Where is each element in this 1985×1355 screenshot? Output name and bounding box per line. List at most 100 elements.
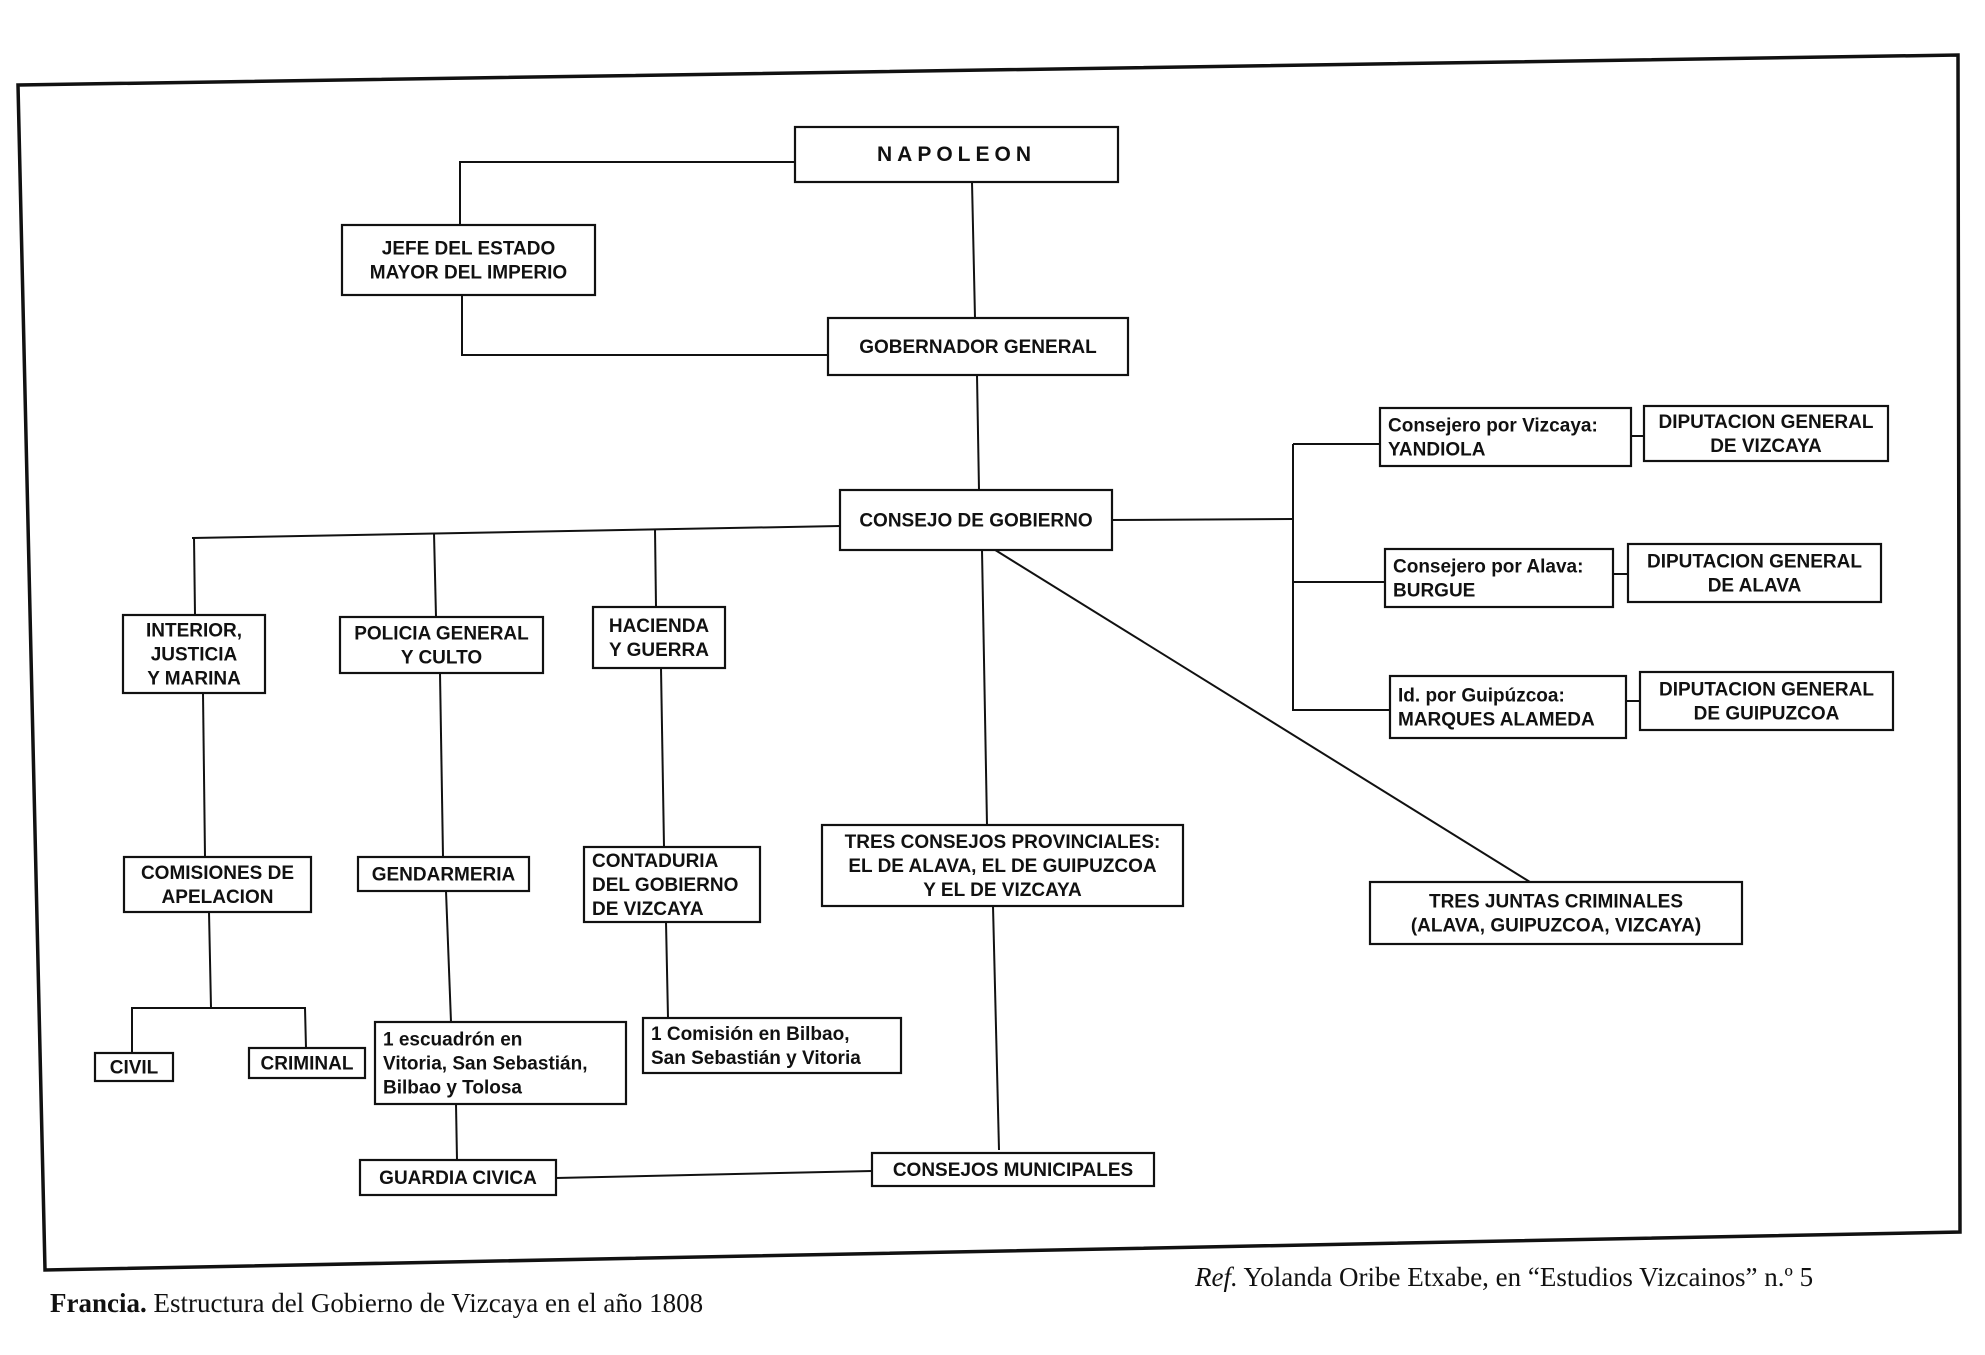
node-label: GOBERNADOR GENERAL	[859, 337, 1097, 358]
node-label: JEFE DEL ESTADO	[382, 239, 556, 260]
node-label: EL DE ALAVA, EL DE GUIPUZCOA	[848, 856, 1157, 877]
node-box	[1638, 670, 1895, 732]
node-label: (ALAVA, GUIPUZCOA, VIZCAYA)	[1411, 916, 1701, 937]
node-dip-guipuzcoa: DIPUTACION GENERAL DE GUIPUZCOA	[1638, 670, 1895, 732]
caption-ref-text: Yolanda Oribe Etxabe, en “Estudios Vizca…	[1243, 1262, 1814, 1292]
node-label: CONSEJO DE GOBIERNO	[859, 511, 1092, 532]
node-civil: CIVIL	[93, 1051, 175, 1083]
edge-guardia-municipales	[555, 1170, 873, 1179]
node-label: Y MARINA	[147, 669, 241, 690]
node-label: Y EL DE VIZCAYA	[923, 880, 1082, 901]
node-label: San Sebastián y Vitoria	[651, 1048, 861, 1069]
node-label: HACIENDA	[609, 616, 710, 637]
edge-consejo-left-bar	[191, 525, 841, 539]
node-label: Consejero por Vizcaya:	[1388, 416, 1598, 437]
node-comision-bilbao: 1 Comisión en Bilbao, San Sebastián y Vit…	[641, 1016, 903, 1075]
edge-escuadron-guardia	[455, 1103, 458, 1161]
edge-drop-hacienda	[654, 528, 657, 608]
edge-contaduria-comision	[665, 921, 669, 1019]
node-label: Vitoria, San Sebastián,	[383, 1054, 588, 1075]
node-label: CONTADURIA	[592, 851, 719, 872]
node-label: MARQUES ALAMEDA	[1398, 710, 1595, 731]
caption-left: Francia. Estructura del Gobierno de Vizc…	[50, 1288, 703, 1319]
edge-consejo-right-bar	[1109, 518, 1294, 521]
node-label: DIPUTACION GENERAL	[1659, 680, 1874, 701]
node-box	[247, 1046, 367, 1080]
node-label: DE VIZCAYA	[1710, 436, 1822, 457]
node-box	[356, 855, 531, 893]
caption-text: Estructura del Gobierno de Vizcaya en el…	[153, 1288, 704, 1318]
node-escuadron: 1 escuadrón en Vitoria, San Sebastián, Bil…	[373, 1020, 628, 1106]
node-box	[338, 615, 545, 675]
node-label: Id. por Guipúzcoa:	[1398, 686, 1565, 707]
node-jefe: JEFE DEL ESTADO MAYOR DEL IMPERIO	[340, 223, 597, 297]
edge-right-branch	[1292, 444, 1390, 711]
node-label: 1 Comisión en Bilbao,	[651, 1024, 849, 1045]
diagram-frame	[16, 53, 1962, 1272]
node-label: DEL GOBIERNO	[592, 875, 738, 896]
node-label: GENDARMERIA	[372, 865, 516, 886]
edge-jefe-gobernador	[461, 295, 828, 356]
node-box	[1383, 547, 1615, 609]
node-label: TRES JUNTAS CRIMINALES	[1429, 892, 1683, 913]
node-box	[1626, 542, 1883, 604]
node-gobernador: GOBERNADOR GENERAL	[826, 316, 1130, 377]
node-label: Consejero por Alava:	[1393, 557, 1583, 578]
node-box	[793, 125, 1120, 184]
node-tres-juntas: TRES JUNTAS CRIMINALES (ALAVA, GUIPUZCOA,…	[1368, 880, 1744, 946]
edge-tres-consejos-municipales	[992, 905, 1000, 1151]
node-box	[870, 1151, 1156, 1188]
edge-hacienda-contaduria	[660, 667, 665, 848]
node-label: DE GUIPUZCOA	[1694, 704, 1840, 725]
node-label: DE VIZCAYA	[592, 899, 704, 920]
caption-right: Ref. Yolanda Oribe Etxabe, en “Estudios …	[1195, 1262, 1813, 1293]
edge-civil-criminal-bar	[131, 1007, 307, 1053]
node-municipales: CONSEJOS MUNICIPALES	[870, 1151, 1156, 1188]
node-box	[122, 855, 313, 914]
node-consejo: CONSEJO DE GOBIERNO	[838, 488, 1114, 552]
node-box	[340, 223, 597, 297]
node-label: Y GUERRA	[609, 640, 709, 661]
node-box	[1388, 674, 1628, 740]
node-label: YANDIOLA	[1388, 440, 1486, 461]
node-gendarmeria: GENDARMERIA	[356, 855, 531, 893]
edge-comisiones-stem	[208, 911, 212, 1009]
edge-policia-gendarmeria	[439, 672, 444, 858]
edge-napoleon-jefe	[459, 161, 795, 225]
node-napoleon: NAPOLEON	[793, 125, 1120, 184]
caption-ref-label: Ref.	[1195, 1262, 1238, 1292]
node-label: MAYOR DEL IMPERIO	[370, 263, 567, 284]
node-box	[838, 488, 1114, 552]
node-hacienda: HACIENDA Y GUERRA	[591, 605, 727, 670]
node-label: CONSEJOS MUNICIPALES	[893, 1160, 1133, 1181]
node-policia: POLICIA GENERAL Y CULTO	[338, 615, 545, 675]
node-tres-consejos: TRES CONSEJOS PROVINCIALES:EL DE ALAVA, …	[820, 823, 1185, 908]
node-box	[373, 1020, 628, 1106]
node-label: JUSTICIA	[151, 645, 238, 666]
node-guardia: GUARDIA CIVICA	[358, 1158, 558, 1197]
node-box	[1368, 880, 1744, 946]
node-label: 1 escuadrón en	[383, 1030, 522, 1051]
node-contaduria: CONTADURIA DEL GOBIERNO DE VIZCAYA	[582, 845, 762, 924]
edge-consejo-tres-consejos	[981, 549, 988, 826]
node-box	[121, 613, 267, 695]
node-label: Bilbao y Tolosa	[383, 1078, 522, 1099]
node-label: DIPUTACION GENERAL	[1659, 412, 1874, 433]
node-label: Y CULTO	[401, 648, 482, 669]
node-label: GUARDIA CIVICA	[379, 1168, 537, 1189]
node-box	[1378, 406, 1633, 468]
node-label: APELACION	[162, 887, 274, 908]
node-box	[591, 605, 727, 670]
node-criminal: CRIMINAL	[247, 1046, 367, 1080]
node-label: POLICIA GENERAL	[354, 624, 529, 645]
node-box	[358, 1158, 558, 1197]
edge-napoleon-gobernador	[971, 181, 976, 319]
edge-interior-comisiones	[202, 692, 206, 858]
edge-consejo-tres-juntas	[991, 547, 1531, 883]
caption-bold: Francia.	[50, 1288, 147, 1318]
edge-gobernador-consejo	[976, 374, 980, 491]
connectors	[131, 161, 1644, 1179]
